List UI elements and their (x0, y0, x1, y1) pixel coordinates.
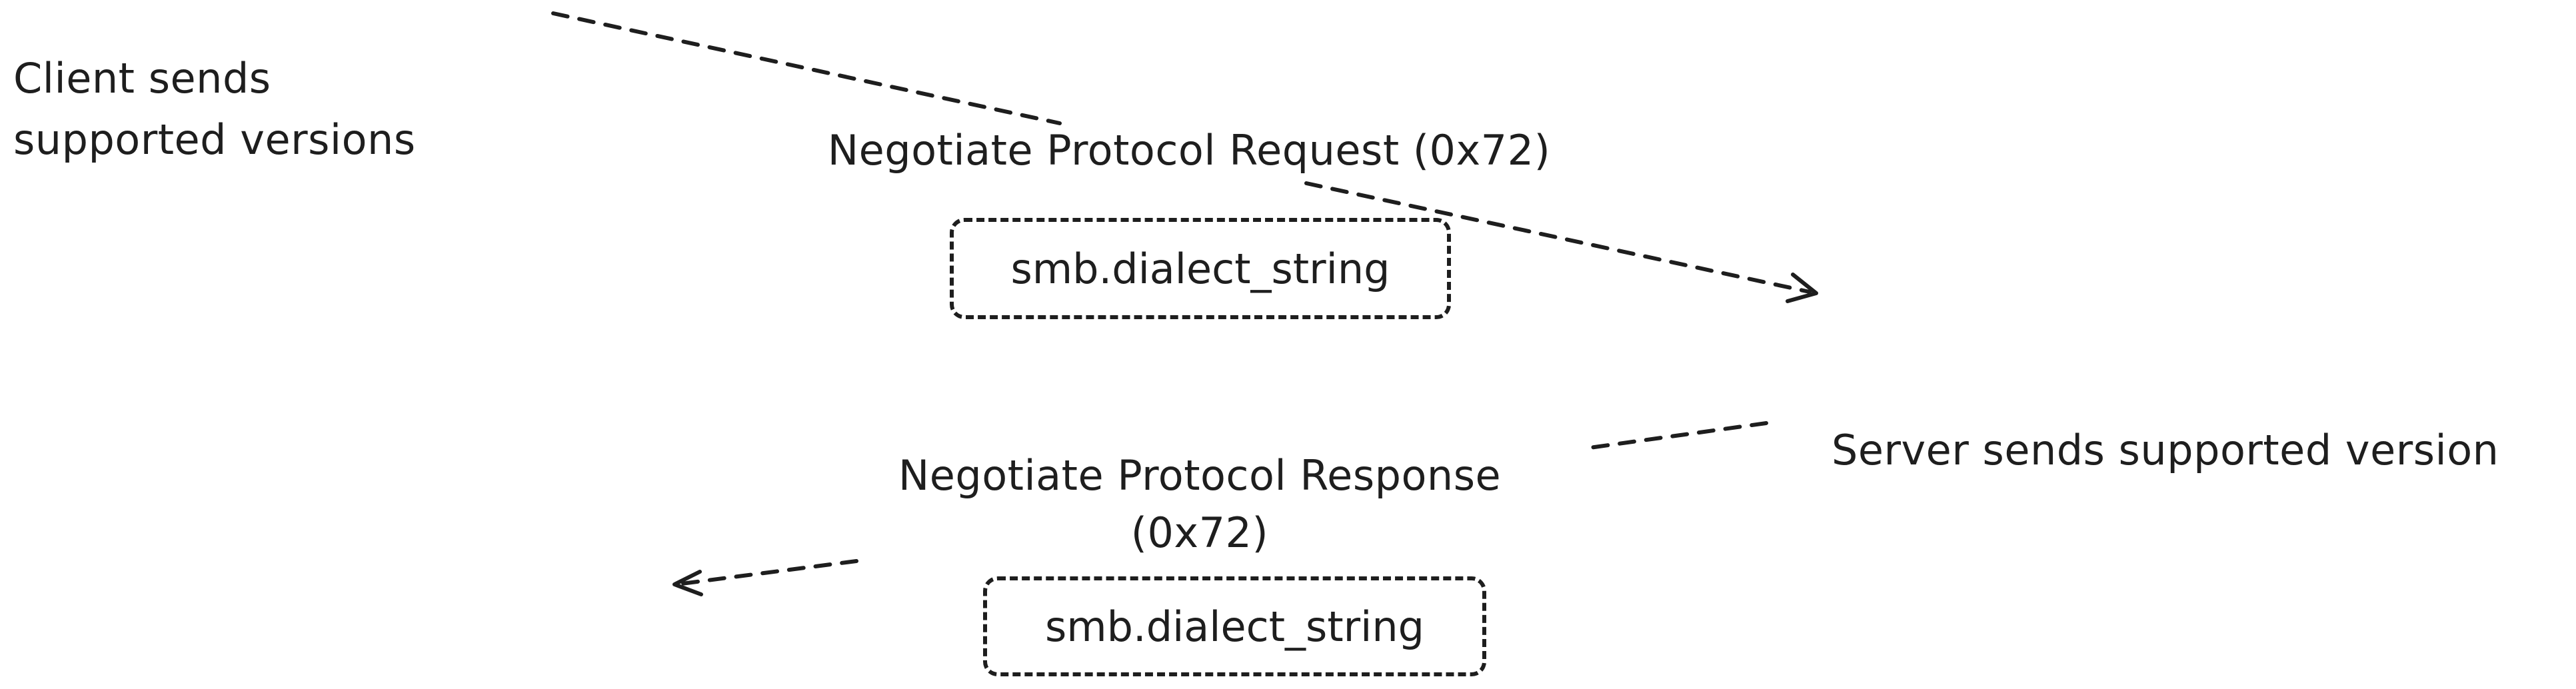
request-field-box: smb.dialect_string (950, 218, 1451, 319)
client-note-line1: Client sends (13, 54, 271, 103)
response-arrowhead (672, 570, 703, 596)
request-title: Negotiate Protocol Request (0x72) (827, 126, 1551, 175)
request-field-label: smb.dialect_string (1010, 244, 1390, 293)
response-arrow-line-left (674, 559, 858, 586)
server-note: Server sends supported version (1832, 426, 2499, 474)
response-title-line1: Negotiate Protocol Response (898, 451, 1502, 500)
client-note-line2: supported versions (13, 115, 416, 164)
request-arrow-line-lower (1304, 181, 1812, 294)
response-field-box: smb.dialect_string (983, 576, 1486, 676)
response-arrow-line-right (1588, 421, 1768, 450)
response-title-line2: (0x72) (1130, 508, 1269, 557)
request-arrow-line-upper (551, 11, 1062, 125)
response-field-label: smb.dialect_string (1044, 602, 1425, 651)
request-arrowhead (1786, 273, 1818, 303)
